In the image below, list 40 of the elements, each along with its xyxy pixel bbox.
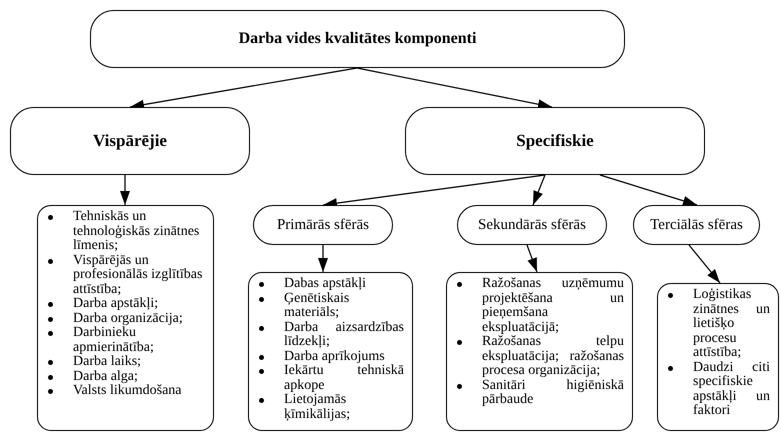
list-item: Darba alga; [73,370,139,384]
list-item: Ražošanas uzņēmumu projektēšana un pieņemšana ekspluatācijā; [482,277,624,335]
list-item: Sanitāri higiēniskā pārbaude [482,378,624,408]
heading-text: Darba vides kvalitātes komponenti [238,30,476,48]
category-box [90,10,625,68]
list-box [657,283,779,431]
arrow [120,175,130,205]
list-item: Darba organizācija; [73,312,184,326]
list-item: Darba aizsardzības līdzekļi; [284,320,404,350]
list-item: Valsts likumdošana [73,384,182,398]
arrow [356,67,552,110]
list-item: Darba laiks; [73,355,142,370]
sphere-label: Sekundārās sfērās [478,216,586,234]
arrow [688,244,720,284]
list-item: Darba aprīkojums [284,350,386,364]
list-item: Tehniskās un tehnoloģiskās zinātnes līmenis; [73,210,200,254]
list-item: Daudzi citi specifiskie apstākļi un faktori [693,360,770,418]
arrow [130,67,358,110]
arrow [526,244,538,272]
arrow [532,174,546,206]
sphere-label: Primārās sfērās [276,216,370,234]
list-item: Loģistikas zinātnes un lietišķo procesu attīstība; [693,288,770,360]
list-box [248,272,413,431]
list-item: Dabas apstākļi [284,277,368,292]
arrow [600,174,698,206]
category-box [405,107,705,175]
list-item: Darbinieku apmierinātība; [73,326,155,355]
list-item: Darba apstākļi; [73,297,160,312]
sphere-label: Terciālās sfēras [650,216,743,234]
heading-text: Specifiskie [516,131,594,151]
list-box [37,205,214,431]
list-item: Ražošanas telpu ekspluatācija; ražošanas procesa organizācija; [482,335,624,378]
heading-text: Vispārējie [93,131,167,151]
arrow [318,245,328,272]
list-item: Vispārējās un profesionālās izglītības attīstība; [73,254,204,297]
list-item: Lietojamās ķīmikālijas; [284,393,352,422]
list-item: Iekārtu tehniskā apkope [284,364,404,393]
list-item: Ģenētiskais materiāls; [284,292,350,320]
category-box [10,107,250,175]
list-box [446,272,633,431]
